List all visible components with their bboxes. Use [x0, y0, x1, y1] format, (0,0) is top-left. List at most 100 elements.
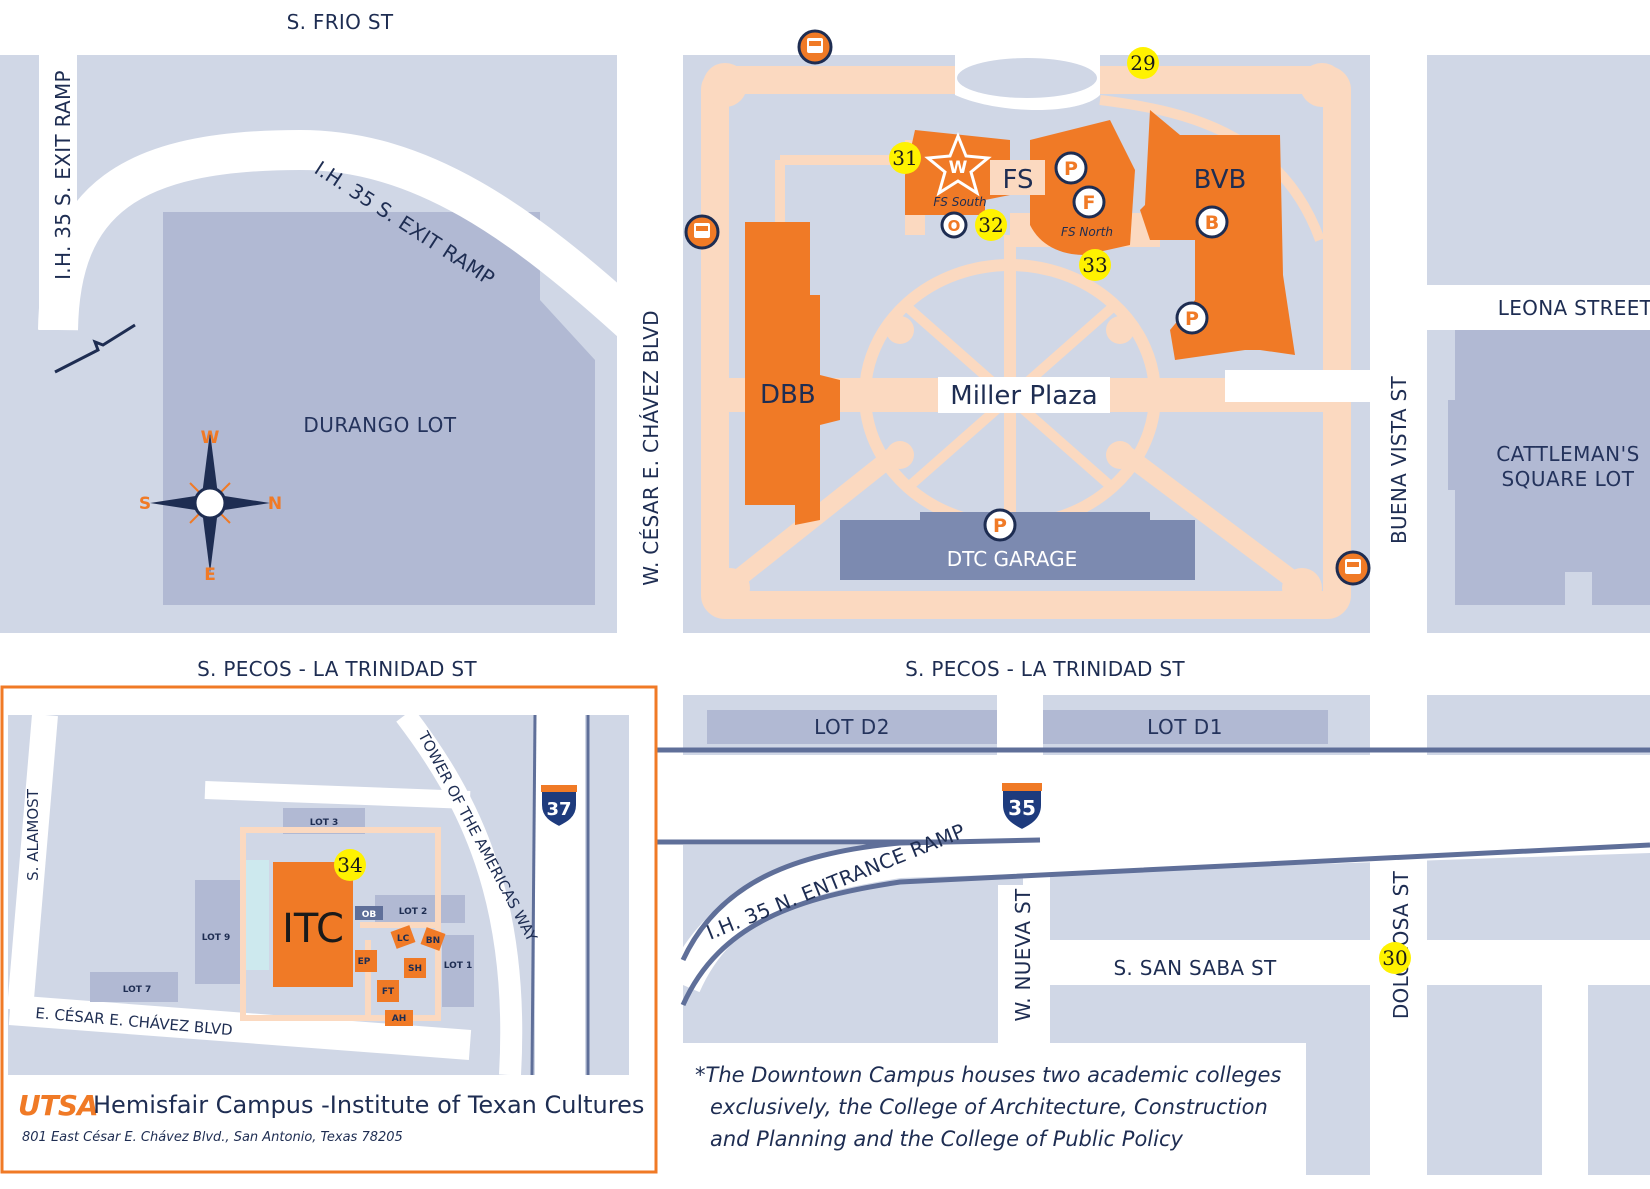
parking-label: P [993, 515, 1007, 537]
leona-street-label: LEONA STREET [1498, 296, 1650, 320]
building-dbb-label: DBB [760, 380, 816, 410]
marker-31-label: 31 [892, 146, 917, 170]
block-northeast-top [1427, 55, 1650, 285]
inset-lot7-label: LOT 7 [123, 985, 152, 995]
cattlemans-lot-label-2: SQUARE LOT [1501, 467, 1634, 491]
miller-plaza-label: Miller Plaza [950, 381, 1097, 411]
inset-bn-label: BN [426, 936, 440, 946]
block-san-saba-south-east-2 [1588, 985, 1650, 1175]
block-bottom-center [1306, 1043, 1370, 1175]
dtc-garage-label: DTC GARAGE [947, 547, 1078, 571]
marker-34[interactable]: 34 [334, 849, 366, 881]
s-pecos-right-label: S. PECOS - LA TRINIDAD ST [905, 657, 1185, 681]
inset-top-road [204, 781, 471, 809]
inset-building-itc[interactable] [273, 862, 353, 987]
w-star-label: W [949, 158, 968, 178]
block-southeast-top [1427, 695, 1650, 755]
inset-s-alamo-road [7, 713, 58, 1012]
lot-d2[interactable] [707, 710, 997, 744]
compass-east-label: E [204, 565, 216, 585]
plaza-circles [703, 63, 1344, 608]
inset-building-ah[interactable] [385, 1010, 413, 1026]
building-fs-label: FS [1002, 165, 1033, 195]
marker-32-label: 32 [978, 213, 1003, 237]
inset-ob-label: OB [362, 910, 377, 920]
inset-lot7[interactable] [90, 972, 178, 1002]
inset-tower-road [396, 708, 523, 1076]
interstate-37-shield-icon: 37 [540, 784, 578, 829]
note-line-1: *The Downtown Campus houses two academic… [695, 1063, 1281, 1087]
inset-lot1[interactable] [442, 935, 474, 1007]
durango-lot[interactable] [163, 212, 595, 605]
inset-building-ep[interactable] [355, 950, 377, 972]
buena-vista-st-label: BUENA VISTA ST [1387, 375, 1411, 544]
b-icon[interactable]: B [1195, 205, 1229, 239]
note-line-2: exclusively, the College of Architecture… [710, 1095, 1268, 1119]
lot-d1-label: LOT D1 [1147, 715, 1223, 739]
inset-building-lc[interactable] [390, 925, 416, 949]
building-bvb-label: BVB [1194, 165, 1247, 195]
w-nueva-st-label: W. NUEVA ST [1011, 888, 1035, 1022]
durango-lot-label: DURANGO LOT [303, 413, 457, 437]
marker-34-label: 34 [337, 853, 362, 877]
inset-ah-label: AH [392, 1014, 407, 1024]
inset-building-sh[interactable] [404, 958, 426, 978]
block-san-saba-south-east-1 [1427, 985, 1542, 1175]
lot-d2-label: LOT D2 [814, 715, 890, 739]
lot-d1[interactable] [1043, 710, 1328, 744]
parking-icon-bvb[interactable]: P [1175, 301, 1209, 335]
inset-lc-label: LC [397, 934, 410, 944]
leona-connector [1225, 370, 1370, 402]
parking-icon-dtc[interactable]: P [983, 508, 1017, 542]
inset-building-bn[interactable] [420, 927, 446, 951]
marker-32[interactable]: 32 [975, 209, 1007, 241]
lot-d-gap [997, 695, 1043, 755]
fs-north-label: FS North [1061, 225, 1113, 239]
inset-building-ft[interactable] [377, 980, 399, 1002]
inset-lot9-label: LOT 9 [202, 933, 231, 943]
building-dbb[interactable] [745, 222, 840, 525]
marker-29-label: 29 [1130, 51, 1155, 75]
inset-cesar-chavez-road [8, 995, 472, 1060]
block-dolorosa-right [1427, 845, 1650, 940]
marker-29[interactable]: 29 [1127, 47, 1159, 79]
s-pecos-left-label: S. PECOS - LA TRINIDAD ST [197, 657, 477, 681]
inset-lot1-label: LOT 1 [444, 961, 473, 971]
inset-lot2[interactable] [375, 895, 465, 923]
marker-33-label: 33 [1082, 253, 1107, 277]
inset-s-alamo-label: S. ALAMOST [24, 788, 42, 881]
bus-stop-icon[interactable] [1335, 550, 1371, 586]
s-frio-st-label: S. FRIO ST [287, 10, 394, 34]
ih35-entrance-ramp-road [666, 817, 1650, 993]
parking-icon-fs[interactable]: P [1054, 151, 1088, 185]
miller-plaza-box [938, 377, 1110, 413]
compass-rose-icon: W E S N [139, 428, 282, 585]
inset-lot3-label: LOT 3 [310, 818, 339, 828]
bus-stop-icon[interactable] [684, 214, 720, 250]
b-label: B [1205, 212, 1219, 234]
dtc-garage[interactable] [840, 512, 1195, 580]
marker-31[interactable]: 31 [889, 142, 921, 174]
s-san-saba-st-label: S. SAN SABA ST [1113, 956, 1277, 980]
compass-west-label: W [201, 428, 220, 448]
w-cesar-chavez-label: W. CÉSAR E. CHÁVEZ BLVD [639, 310, 663, 586]
cattlemans-square-lot[interactable] [1448, 330, 1650, 605]
inset-ft-label: FT [382, 987, 395, 997]
fs-label-box [990, 160, 1045, 195]
inset-building-ob[interactable] [355, 906, 383, 920]
fs-south-label: FS South [933, 195, 986, 209]
marker-30[interactable]: 30 [1379, 942, 1411, 974]
f-icon[interactable]: F [1072, 185, 1106, 219]
inset-lot9[interactable] [195, 880, 240, 984]
compass-south-label: S [139, 494, 151, 514]
bus-stop-icon[interactable] [797, 29, 833, 65]
w-star-icon[interactable]: W [924, 131, 992, 197]
marker-33[interactable]: 33 [1079, 249, 1111, 281]
o-label: O [948, 217, 961, 235]
interstate-35-label: 35 [1008, 796, 1036, 820]
interstate-37-label: 37 [546, 799, 571, 820]
interstate-35-shield-icon: 35 [1001, 782, 1043, 832]
inset-sh-label: SH [408, 964, 422, 974]
inset-address: 801 East César E. Chávez Blvd., San Anto… [22, 1130, 403, 1145]
o-icon[interactable]: O [940, 211, 968, 239]
